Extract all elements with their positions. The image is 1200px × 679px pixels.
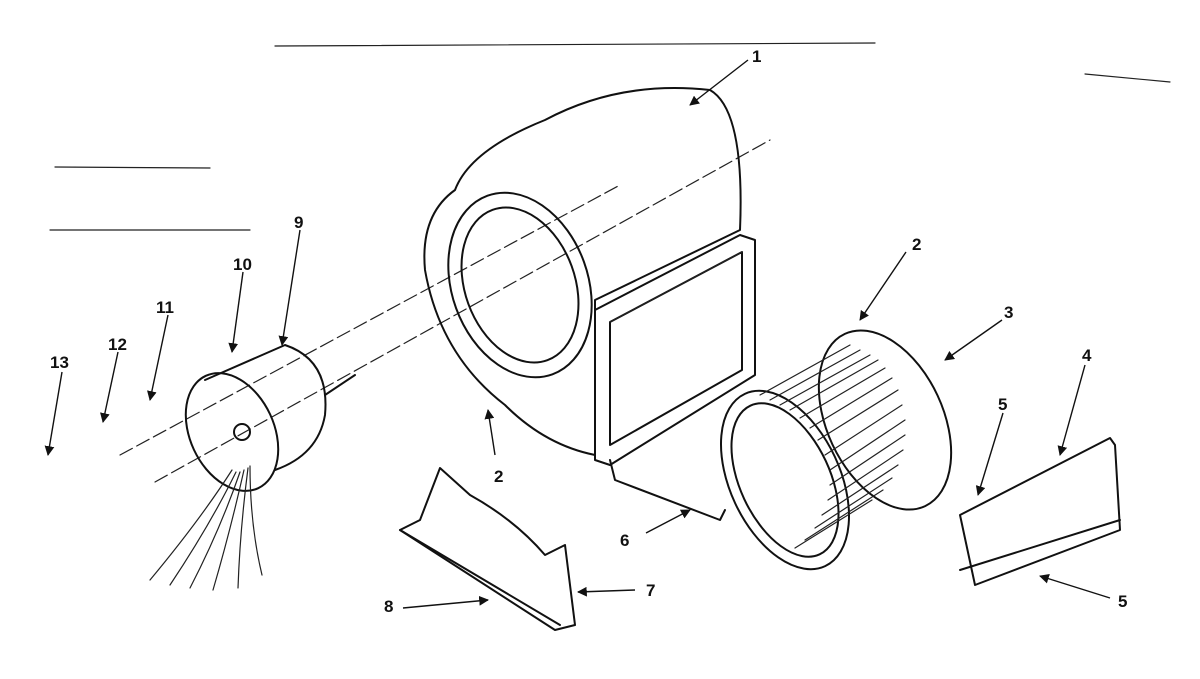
callout-label: 10 <box>233 255 252 274</box>
callout-label: 12 <box>108 335 127 354</box>
callout-label: 2 <box>912 235 921 254</box>
scan-lines <box>49 42 1171 231</box>
blower-housing <box>423 87 756 521</box>
mounting-bracket-right <box>959 437 1121 586</box>
callout-leaders <box>44 59 1111 609</box>
callout-label: 1 <box>752 47 761 66</box>
mounting-bracket-left <box>399 467 576 631</box>
callout-label: 7 <box>646 581 655 600</box>
blower-motor <box>149 344 356 591</box>
callout-label: 11 <box>156 298 174 317</box>
callout-label: 6 <box>620 531 629 550</box>
callout-label: 9 <box>294 213 303 232</box>
callout-label: 3 <box>1004 303 1013 322</box>
callout-label: 4 <box>1082 346 1092 365</box>
callout-label: 2 <box>494 467 503 486</box>
callout-label: 5 <box>1118 592 1127 611</box>
callout-label: 13 <box>50 353 69 372</box>
callout-label: 8 <box>384 597 393 616</box>
callout-labels: 1 2 2 3 4 5 5 6 7 8 9 10 11 12 13 <box>50 47 1127 616</box>
callout-label: 5 <box>998 395 1007 414</box>
blower-wheel <box>719 329 953 571</box>
assembly-axis-lines <box>119 139 771 483</box>
